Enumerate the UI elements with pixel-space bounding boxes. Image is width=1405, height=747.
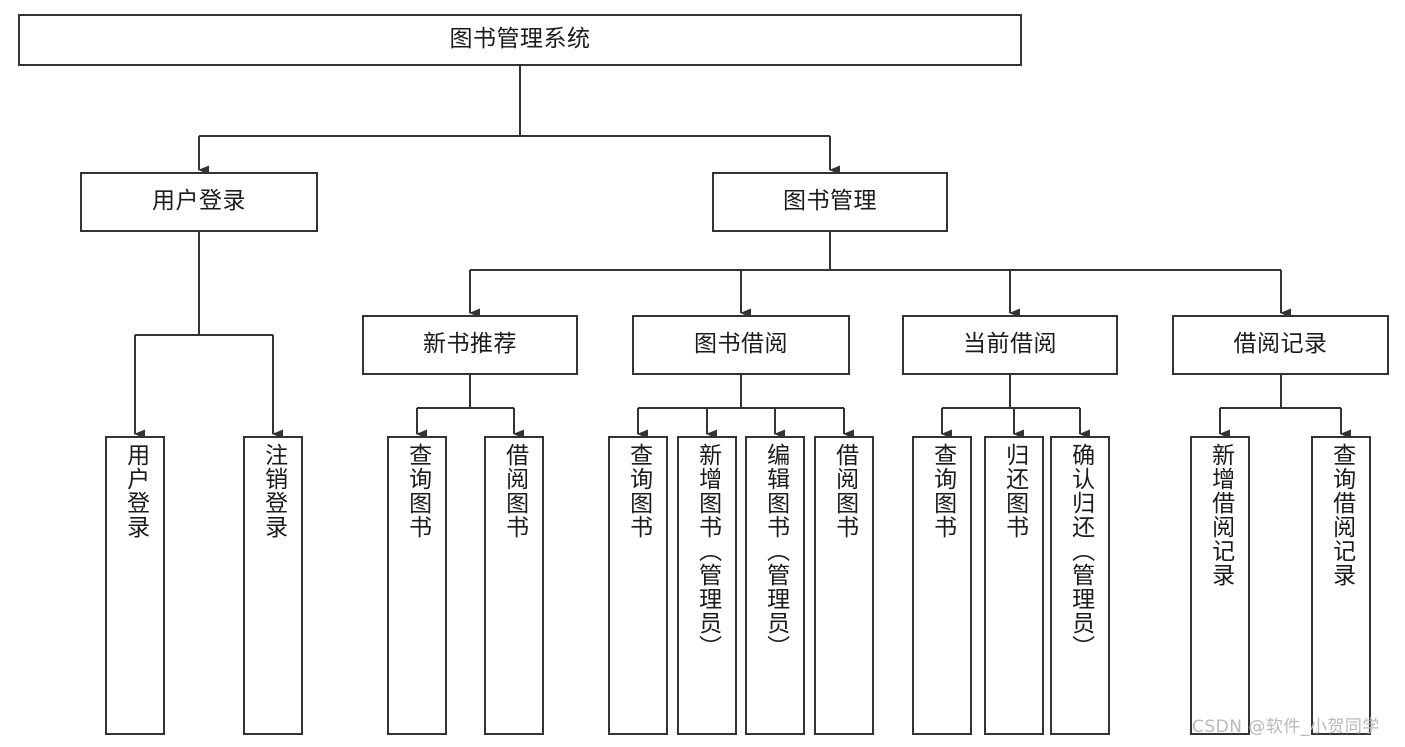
level2-node-0[interactable]: 用户登录 [80, 172, 318, 232]
leaf-node-2[interactable]: 查询图书 [387, 436, 447, 735]
node-label: 查询图书 [929, 443, 956, 539]
leaf-node-3[interactable]: 借阅图书 [484, 436, 544, 735]
leaf-node-4[interactable]: 查询图书 [608, 436, 668, 735]
level3-node-3[interactable]: 借阅记录 [1172, 315, 1389, 375]
node-label: 归还图书 [1001, 443, 1028, 539]
connector-group [133, 66, 1351, 439]
node-label: 用户登录 [152, 188, 246, 215]
leaf-node-0[interactable]: 用户登录 [105, 436, 165, 735]
node-label: 查询图书 [625, 443, 652, 539]
leaf-node-7[interactable]: 借阅图书 [814, 436, 874, 735]
node-label: 注销登录 [260, 443, 287, 539]
node-label: 用户登录 [122, 443, 149, 539]
level2-node-1[interactable]: 图书管理 [712, 172, 948, 232]
node-label: 借阅图书 [831, 443, 858, 539]
node-label: 图书管理 [783, 188, 877, 215]
watermark-label: CSDN @软件_小贺同学 [1192, 717, 1380, 737]
node-label: 借阅记录 [1233, 331, 1328, 358]
node-label: 查询借阅记录 [1328, 443, 1355, 587]
leaf-node-9[interactable]: 归还图书 [984, 436, 1044, 735]
node-label: 图书管理系统 [449, 26, 591, 53]
node-label: 新增图书（管理员） [694, 443, 721, 659]
node-label: 当前借阅 [963, 331, 1057, 358]
leaf-node-10[interactable]: 确认归还（管理员） [1050, 436, 1110, 735]
leaf-node-5[interactable]: 新增图书（管理员） [677, 436, 737, 735]
level3-node-2[interactable]: 当前借阅 [902, 315, 1118, 375]
level3-node-1[interactable]: 图书借阅 [632, 315, 850, 375]
node-label: 新增借阅记录 [1207, 443, 1234, 587]
node-label: 确认归还（管理员） [1067, 443, 1094, 659]
level3-node-0[interactable]: 新书推荐 [362, 315, 578, 375]
node-label: 查询图书 [404, 443, 431, 539]
leaf-node-8[interactable]: 查询图书 [912, 436, 972, 735]
node-label: 借阅图书 [501, 443, 528, 539]
root-node[interactable]: 图书管理系统 [18, 14, 1022, 66]
leaf-node-12[interactable]: 查询借阅记录 [1311, 436, 1371, 735]
leaf-node-1[interactable]: 注销登录 [243, 436, 303, 735]
leaf-node-11[interactable]: 新增借阅记录 [1190, 436, 1250, 735]
node-label: 编辑图书（管理员） [762, 443, 789, 659]
node-label: 图书借阅 [694, 331, 788, 358]
node-label: 新书推荐 [423, 331, 517, 358]
leaf-node-6[interactable]: 编辑图书（管理员） [745, 436, 805, 735]
